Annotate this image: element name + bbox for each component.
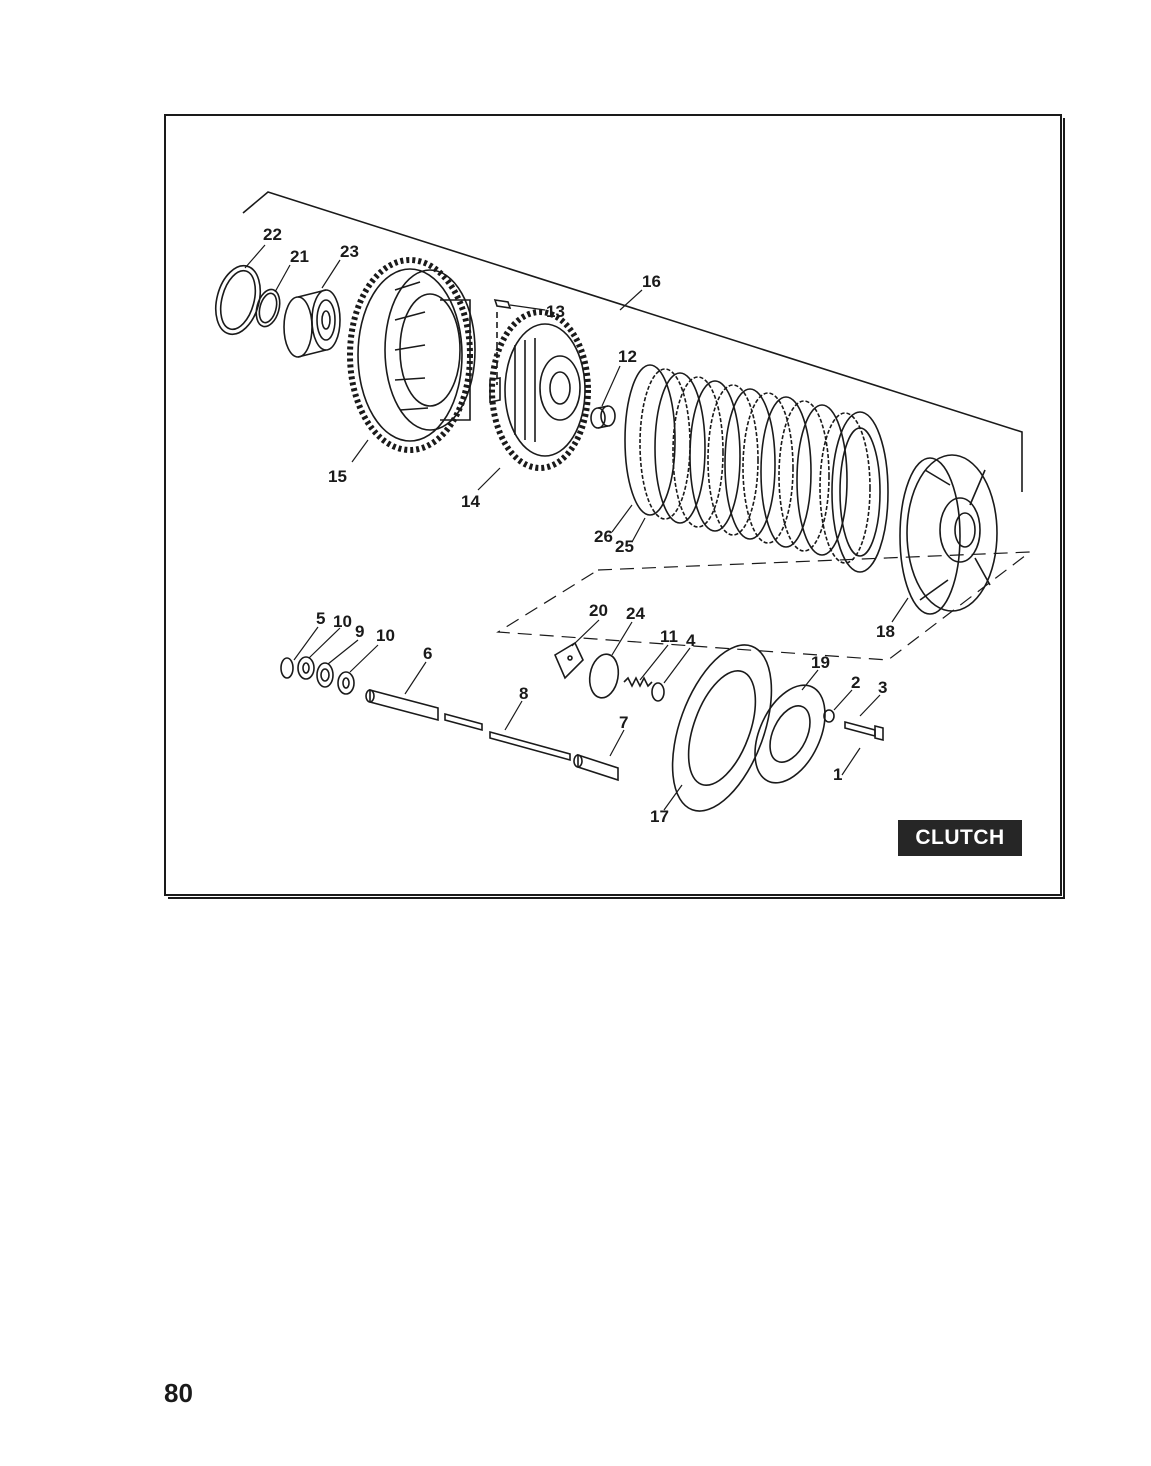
callout-22: 22 — [263, 225, 282, 244]
release-plate-19 — [754, 684, 826, 784]
callout-12: 12 — [618, 347, 637, 366]
callout-25: 25 — [615, 537, 634, 556]
callout-13: 13 — [546, 302, 565, 321]
pressure-plate-18 — [899, 454, 998, 615]
adjusting-screw-7 — [573, 753, 619, 782]
washer-10 — [297, 656, 315, 680]
clutch-shell-15 — [347, 257, 476, 453]
callout-21: 21 — [290, 247, 309, 266]
callout-16: 16 — [642, 272, 661, 291]
callout-19: 19 — [811, 653, 830, 672]
callout-24: 24 — [626, 604, 645, 623]
callout-18: 18 — [876, 622, 895, 641]
page-number: 80 — [164, 1378, 193, 1408]
callout-6: 6 — [423, 644, 432, 663]
callout-26: 26 — [594, 527, 613, 546]
clutch-plate-stack-25-26 — [624, 364, 889, 573]
nut-4 — [651, 682, 665, 702]
bearing-23 — [283, 289, 341, 358]
callout-7: 7 — [619, 713, 628, 732]
clutch-hub-14 — [489, 309, 591, 471]
spring-plate-17 — [671, 644, 773, 812]
bolt-3 — [844, 720, 884, 742]
lockplate-20 — [553, 641, 584, 680]
washer-2 — [823, 709, 835, 723]
assembly-bracket-line — [242, 191, 1023, 492]
snap-ring-21 — [255, 288, 281, 328]
key-13 — [493, 299, 512, 385]
callout-15: 15 — [328, 467, 347, 486]
callout-23: 23 — [340, 242, 359, 261]
callout-10-second: 10 — [376, 626, 395, 645]
callout-4: 4 — [686, 631, 696, 650]
clutch-section-badge: CLUTCH — [898, 820, 1022, 856]
callout-14: 14 — [461, 492, 480, 511]
callout-labels: 22 21 23 16 13 12 15 14 26 25 18 5 10 9 … — [263, 225, 895, 826]
snap-ring-5 — [280, 657, 294, 679]
pushrods-8 — [444, 712, 571, 762]
callout-20: 20 — [589, 601, 608, 620]
callout-2: 2 — [851, 673, 860, 692]
callout-1: 1 — [833, 765, 842, 784]
pushrod-tube-6 — [365, 688, 439, 722]
bearing-9 — [316, 662, 334, 688]
callout-8: 8 — [519, 684, 528, 703]
callout-17: 17 — [650, 807, 669, 826]
callout-11: 11 — [660, 627, 678, 646]
leader-lines — [244, 244, 909, 811]
retaining-ring-24 — [588, 653, 620, 699]
spacer-12 — [590, 405, 616, 429]
subassembly-dashed-outline — [496, 551, 1032, 661]
spring-11 — [623, 676, 653, 688]
callout-10: 10 — [333, 612, 352, 631]
washer-10-second — [337, 671, 355, 695]
callout-3: 3 — [878, 678, 887, 697]
callout-9: 9 — [355, 622, 364, 641]
callout-5: 5 — [316, 609, 325, 628]
